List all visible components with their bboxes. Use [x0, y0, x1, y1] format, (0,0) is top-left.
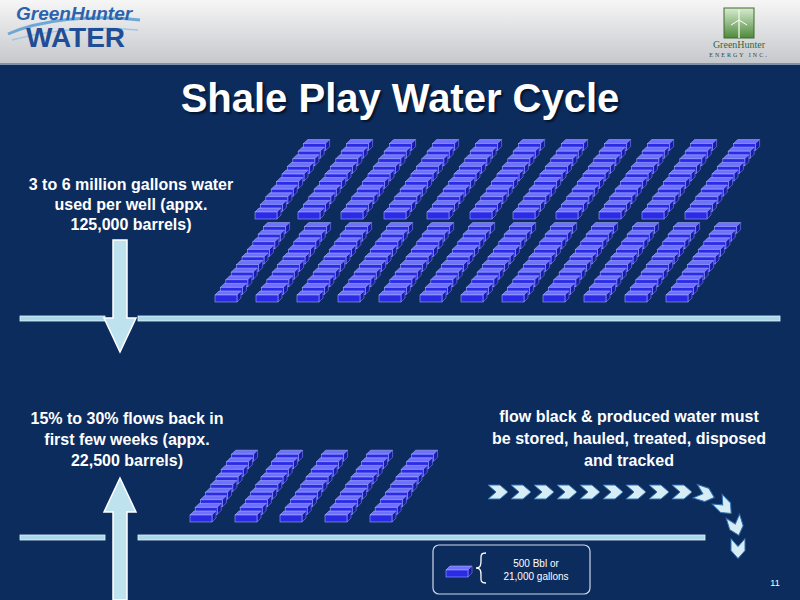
flow-chevron [534, 485, 554, 499]
barrel-box [502, 291, 528, 302]
legend-text: 500 Bbl or 21,000 gallons [490, 557, 582, 583]
barrel-box [666, 291, 692, 302]
flow-chevron [488, 485, 508, 499]
barrel-box [297, 291, 323, 302]
legend-frame [433, 545, 590, 594]
barrel-box [513, 208, 539, 219]
flow-chevron [603, 485, 623, 499]
barrel-box [338, 291, 364, 302]
logo-text: WATER [26, 22, 156, 54]
barrel-stacks [190, 140, 760, 522]
barrel-box [625, 291, 651, 302]
legend-brace [476, 553, 486, 583]
barrel-box [370, 511, 396, 522]
barrel-box [427, 208, 453, 219]
flow-arrow [488, 485, 745, 559]
up-arrow [104, 478, 136, 600]
flow-chevron [511, 485, 531, 499]
barrel-box [470, 208, 496, 219]
barrel-box [215, 291, 241, 302]
page-number: 11 [760, 578, 790, 589]
barrel-box [461, 291, 487, 302]
flow-chevron [712, 494, 736, 518]
slide-title: Shale Play Water Cycle [100, 74, 700, 122]
logo-text: ENERGY INC. [689, 51, 789, 59]
barrel-box [190, 511, 216, 522]
barrel-box [341, 208, 367, 219]
header-rule [0, 63, 800, 65]
callout-text: 15% to 30% flows back in first few weeks… [24, 408, 230, 471]
legend-swatch [446, 570, 468, 577]
barrel-box [280, 511, 306, 522]
barrel-box [599, 208, 625, 219]
down-arrow [104, 240, 136, 352]
flow-chevron [693, 485, 716, 504]
barrel-box [584, 291, 610, 302]
flow-chevron [726, 514, 745, 537]
barrel-box [556, 208, 582, 219]
legend-swatch-shape [446, 566, 472, 577]
barrel-box [298, 208, 324, 219]
barrel-box [685, 208, 711, 219]
barrel-box [256, 291, 282, 302]
flow-chevron [672, 485, 692, 499]
barrel-box [642, 208, 668, 219]
barrel-box [255, 208, 281, 219]
barrel-box [235, 511, 261, 522]
callout-text: 3 to 6 million gallons water used per we… [28, 175, 234, 235]
logo-text: GreenHunter [16, 3, 146, 25]
barrel-box [384, 208, 410, 219]
barrel-box [325, 511, 351, 522]
barrel-box [543, 291, 569, 302]
flow-chevron [626, 485, 646, 499]
header-band [0, 0, 800, 63]
turbine-icon [724, 8, 754, 38]
flow-chevron [731, 539, 745, 559]
barrel-box [379, 291, 405, 302]
flow-chevron [580, 485, 600, 499]
legend-swatches [446, 566, 472, 577]
logo-text: GreenHunter [689, 39, 789, 51]
callout-text: flow black & produced water must be stor… [488, 406, 770, 472]
flow-chevron [649, 485, 669, 499]
barrel-box [420, 291, 446, 302]
flow-chevron [557, 485, 577, 499]
